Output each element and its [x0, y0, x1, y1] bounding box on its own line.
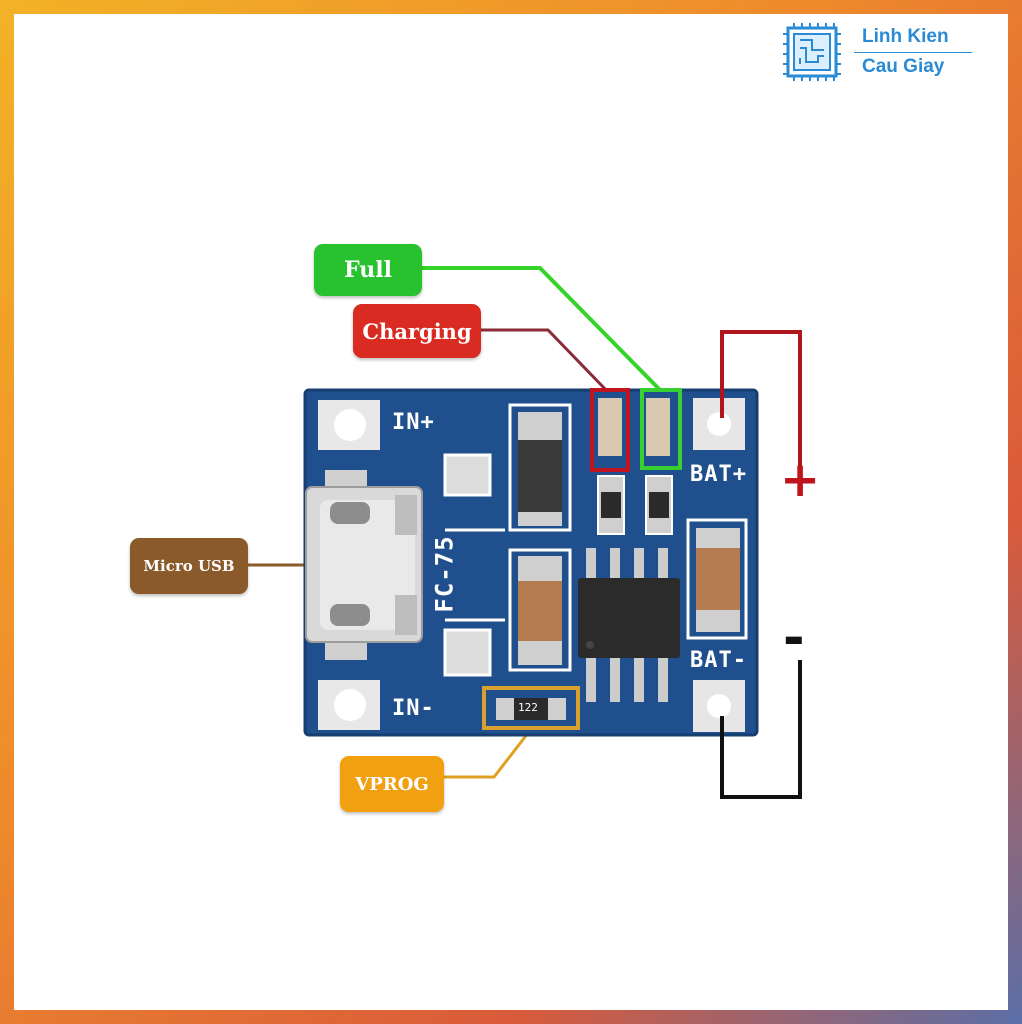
logo-text-line1: Linh Kien	[862, 26, 949, 47]
bat-minus-wire	[720, 660, 802, 799]
vprog-resistor-outline	[482, 686, 580, 730]
charger-ic	[578, 548, 680, 702]
charging-leader-line	[480, 328, 610, 394]
brand-logo: Linh Kien Cau Giay	[782, 22, 982, 102]
silk-bat-minus: BAT-	[690, 648, 747, 673]
silk-in-minus: IN-	[392, 696, 435, 721]
micro-usb-connector	[305, 470, 423, 660]
minus-sign: -	[783, 608, 805, 668]
capacitors	[518, 412, 740, 665]
vprog-resistor-code: 122	[518, 701, 538, 714]
charging-label: Charging	[353, 304, 481, 358]
bat-plus-wire	[720, 330, 802, 480]
silk-bat-plus: BAT+	[690, 462, 747, 487]
logo-text-line2: Cau Giay	[862, 56, 945, 77]
logo-divider	[854, 52, 972, 53]
full-label: Full	[314, 244, 422, 296]
mounting-holes	[318, 398, 745, 732]
full-leader-line	[422, 266, 664, 394]
silk-board-name: FC-75	[430, 535, 459, 613]
micro-usb-label: Micro USB	[130, 538, 248, 594]
status-leds	[590, 388, 682, 472]
silk-in-plus: IN+	[392, 410, 435, 435]
vprog-leader-line	[444, 727, 534, 779]
plus-sign: +	[780, 452, 821, 508]
chip-logo-icon	[783, 23, 841, 81]
vprog-label: VPROG	[340, 756, 444, 812]
